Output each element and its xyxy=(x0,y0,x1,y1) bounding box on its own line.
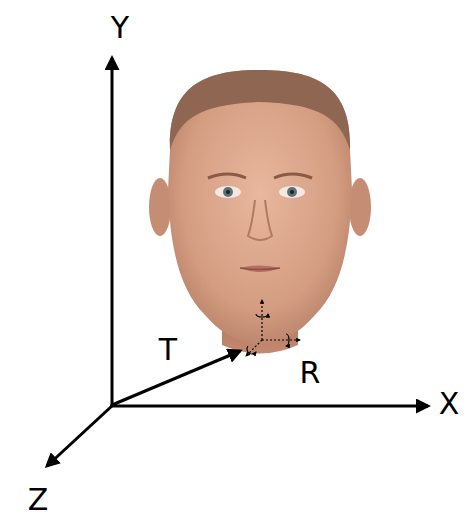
axis-label: Y xyxy=(111,13,129,43)
face-model xyxy=(149,70,371,354)
axis-label: X xyxy=(439,389,460,419)
axis-label: Z xyxy=(28,485,49,515)
rotation-frame xyxy=(246,300,300,356)
axis-label: R xyxy=(300,358,321,388)
coordinate-axes xyxy=(47,58,428,466)
axis-label: T xyxy=(159,335,177,365)
